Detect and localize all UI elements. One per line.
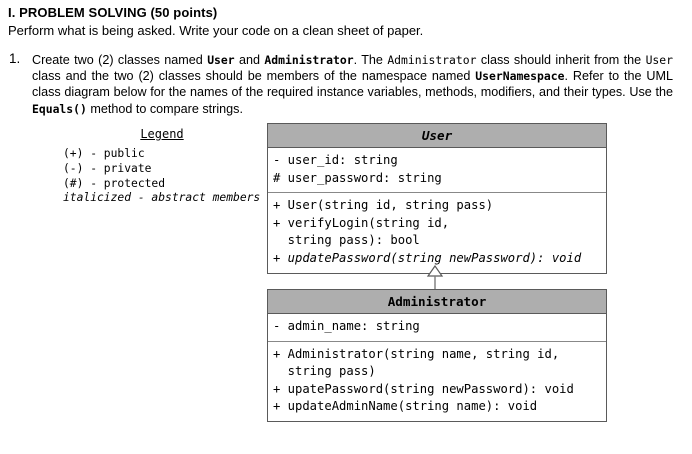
code-token-administrator-2: Administrator <box>387 53 477 67</box>
item-text-part: and <box>234 53 265 67</box>
uml-method-continuation: string pass) <box>273 364 376 379</box>
item-text-part: class should inherit from the <box>476 53 646 67</box>
code-token-user-2: User <box>645 53 673 67</box>
code-token-administrator: Administrator <box>264 53 354 67</box>
legend-title: Legend <box>140 127 184 141</box>
uml-attribute: - user_id: string <box>273 153 398 167</box>
uml-attribute: - admin_name: string <box>273 319 420 333</box>
legend-item-protected: (#) - protected <box>63 176 166 190</box>
item-text-part: class and the two (2) classes should be … <box>32 69 476 84</box>
item-text-part: . Refer to the UML class diagram below f… <box>32 69 673 100</box>
uml-class-administrator-attributes: - admin_name: string <box>268 314 606 341</box>
uml-class-user-attributes: - user_id: string # user_password: strin… <box>268 148 606 192</box>
item-text-part: method to compare strings. <box>86 101 243 116</box>
uml-method-abstract: + updatePassword(string newPassword): vo… <box>273 250 582 265</box>
code-token-equals: Equals() <box>32 101 87 116</box>
page-subtitle: Perform what is being asked. Write your … <box>8 23 424 38</box>
item-text-part: Create two (2) classes named <box>32 53 208 67</box>
code-token-usernamespace: UserNamespace <box>475 69 565 84</box>
uml-class-administrator-title: Administrator <box>268 290 606 314</box>
legend-item-abstract: italicized - abstract members <box>63 191 261 205</box>
uml-method: + User(string id, string pass) <box>273 198 494 213</box>
uml-class-user-methods: + User(string id, string pass) + verifyL… <box>268 192 606 272</box>
item-text-part: . The <box>353 53 388 67</box>
uml-attribute: # user_password: string <box>273 170 442 185</box>
uml-method: + upatePassword(string newPassword): voi… <box>273 381 574 396</box>
uml-method: + verifyLogin(string id, <box>273 215 450 230</box>
uml-class-administrator-methods: + Administrator(string name, string id, … <box>268 340 606 421</box>
uml-class-administrator: Administrator - admin_name: string + Adm… <box>267 289 607 422</box>
uml-method: + Administrator(string name, string id, <box>273 346 560 361</box>
uml-class-user-title: User <box>268 124 606 148</box>
page-title: I. PROBLEM SOLVING (50 points) <box>8 5 218 20</box>
generalization-arrow-icon <box>420 264 450 292</box>
legend-item-public: (+) - public <box>63 147 145 160</box>
uml-class-user: User - user_id: string # user_password: … <box>267 123 607 274</box>
generalization-arrow-svg <box>426 264 444 291</box>
uml-method: + updateAdminName(string name): void <box>273 399 538 414</box>
code-token-user: User <box>207 53 235 67</box>
legend-item-private: (-) - private <box>63 161 152 175</box>
item-body: Create two (2) classes named User and Ad… <box>32 52 673 117</box>
legend: Legend (+) - public (-) - private (#) - … <box>60 127 270 206</box>
uml-method-continuation: string pass): bool <box>273 233 420 248</box>
item-number: 1. <box>9 51 21 66</box>
legend-list: (+) - public (-) - private (#) - protect… <box>60 147 270 206</box>
